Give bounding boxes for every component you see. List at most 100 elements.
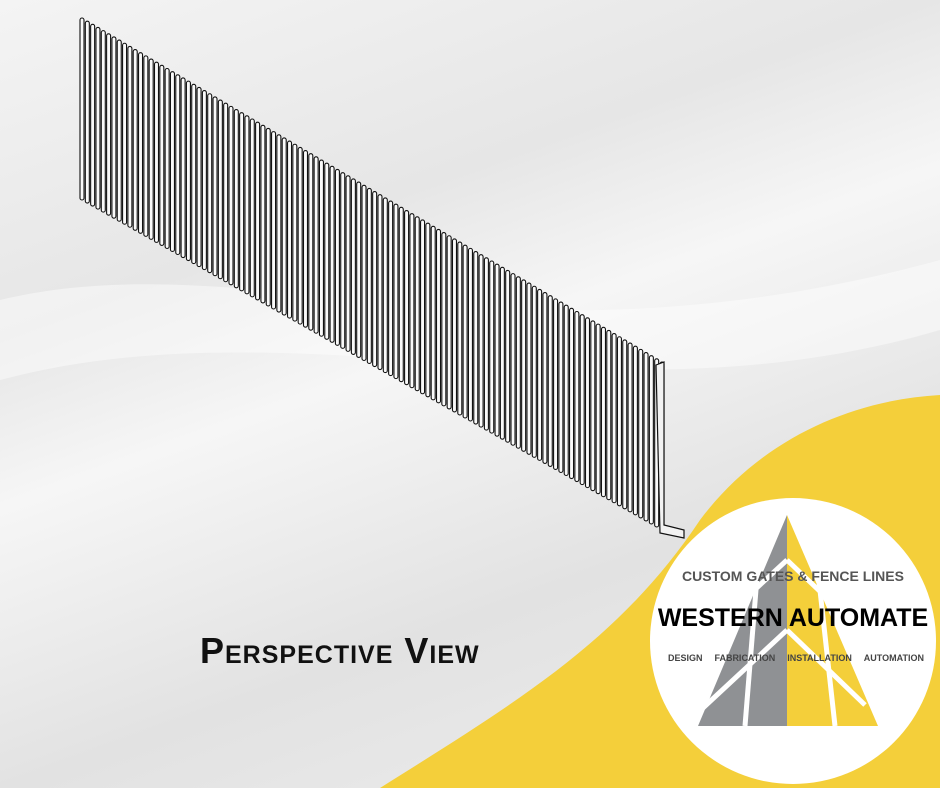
logo-brand-name: WESTERN AUTOMATE [657,604,929,632]
fence-slat [563,304,569,477]
fence-slat [462,244,468,419]
fence-slat [558,301,564,474]
fence-slat [276,134,282,313]
fence-slat [494,263,500,437]
fence-slat [143,55,149,237]
fence-slat [425,222,431,398]
fence-slat [388,200,394,377]
fence-slat [239,112,245,292]
fence-slat [191,83,197,265]
fence-slat [217,99,223,280]
logo-emblem [688,515,878,727]
fence-slat [111,36,117,219]
fence-slat [340,172,346,349]
fence-slat [420,219,426,395]
fence-slat [228,105,234,286]
fence-slat [483,257,489,431]
fence-slat [308,153,314,331]
fence-slat [409,213,415,389]
logo-tagline: CUSTOM GATES & FENCE LINES [682,568,904,584]
fence-slat [132,49,138,231]
fence-slat [223,102,229,283]
fence-slat [451,238,458,413]
fence-slat [542,292,548,464]
fence-perspective-drawing [79,17,685,539]
fence-slat [122,42,128,225]
fence-slat [643,351,649,522]
fence-slat [627,342,633,513]
fence-slat [324,162,330,340]
fence-slat [148,58,154,240]
fence-slat [265,127,271,307]
fence-slat [568,307,575,480]
fence-slat [255,121,261,301]
logo-services: DESIGN FABRICATION INSTALLATION AUTOMATI… [668,653,924,663]
service-installation: INSTALLATION [787,653,852,663]
service-design: DESIGN [668,653,703,663]
fence-slat [207,93,213,274]
fence-slat [505,269,511,443]
fence-slat [606,329,612,501]
fence-slat [600,326,607,498]
fence-slat [175,74,181,256]
fence-slat [292,143,298,322]
fence-slat [164,67,170,249]
fence-slat [100,30,106,213]
fence-slat [574,310,580,483]
fence-slat [79,17,85,201]
fence-slat [377,194,383,371]
fence-slat [233,108,239,289]
fence-slat [547,295,553,467]
fence-slat [616,336,622,507]
service-fabrication: FABRICATION [714,653,776,663]
fence-slat [446,235,452,410]
fence-slat [180,77,186,259]
fence-slat [489,260,495,434]
fence-slat [526,282,532,455]
fence-slat [590,320,596,492]
fence-slat [435,228,442,404]
fence-slat [286,140,293,319]
fence-slat [244,115,250,295]
fence-slat [260,124,266,304]
fence-slat [467,247,473,422]
fence-slat [318,159,324,337]
fence-slat [153,61,160,243]
fence-slat [611,333,617,504]
fence-slat [584,317,591,489]
fence-slat [457,241,463,416]
fence-slat [329,165,335,343]
fence-slat [302,150,309,328]
fence-slat [648,355,654,525]
fence-slat [382,197,388,374]
fence-slat [537,288,543,461]
fence-slat [159,64,165,246]
fence-slat [249,118,255,298]
fence-slat [334,168,340,346]
fence-slat [350,178,356,355]
fence-slat [95,26,101,210]
fence-slat [116,39,122,222]
fence-slat [414,216,420,392]
fence-slat [127,45,133,228]
fence-slat [473,250,479,425]
fence-slat [345,175,351,352]
fence-slat [271,131,277,310]
fence-slat [510,273,516,446]
fence-slat [361,184,367,362]
fence-slat [169,71,176,253]
caption-perspective-view: Perspective View [200,630,480,671]
fence-slat [281,137,287,316]
fence-slat [553,298,559,470]
fence-slat [212,96,218,277]
fence-slat [521,279,527,452]
fence-slat [531,285,537,458]
fence-slat [478,254,484,428]
service-automation: AUTOMATION [863,653,924,663]
fence-slat [404,209,410,386]
fence-slat [372,191,378,368]
fence-slat [84,20,90,204]
fence-slat [398,206,404,383]
fence-slat [632,345,638,516]
fence-slat [201,90,207,271]
